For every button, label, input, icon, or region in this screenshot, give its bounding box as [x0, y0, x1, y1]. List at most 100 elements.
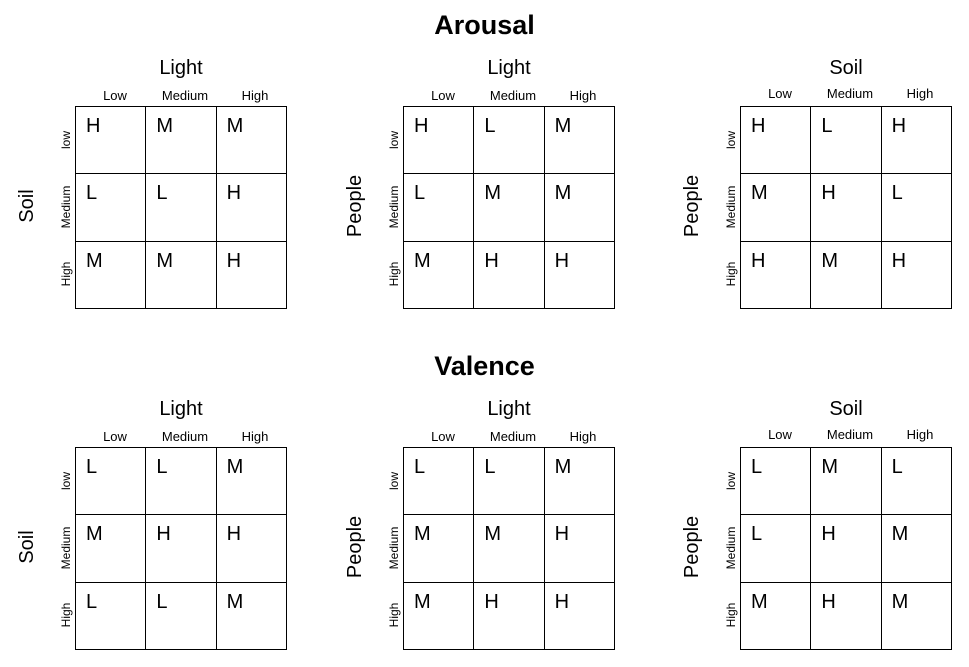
column-label: High — [241, 429, 269, 444]
matrix-cell: L — [76, 448, 147, 516]
matrix-cell: M — [544, 107, 615, 175]
row-label: High — [724, 602, 738, 628]
matrix-cell: H — [404, 107, 475, 175]
column-axis-title: Light — [487, 398, 531, 420]
column-label: Medium — [826, 427, 874, 442]
matrix-cell: M — [216, 582, 287, 650]
matrix-cell: L — [146, 582, 217, 650]
matrix-cell: M — [216, 107, 287, 175]
matrix-cell: M — [544, 174, 615, 242]
column-label: Medium — [489, 429, 537, 444]
matrix-cell: L — [146, 448, 217, 516]
row-label: Medium — [59, 526, 73, 570]
matrix-cell: L — [146, 174, 217, 242]
section-title-valence: Valence — [434, 351, 535, 381]
matrix-cell: M — [76, 241, 147, 309]
matrix-cell: M — [474, 174, 545, 242]
matrix-cell: H — [146, 515, 217, 583]
row-label: Medium — [59, 185, 73, 229]
matrix-cell: H — [544, 515, 615, 583]
matrix-cell: M — [404, 515, 475, 583]
matrix-cell: H — [741, 241, 812, 309]
matrix-cell: L — [76, 582, 147, 650]
column-axis-title: Light — [159, 57, 203, 79]
matrix-cell: H — [216, 515, 287, 583]
row-axis-title: People — [344, 174, 366, 238]
matrix-cell: H — [474, 241, 545, 309]
matrix-cell: L — [474, 107, 545, 175]
matrix-cell: H — [741, 107, 812, 175]
column-label: High — [569, 88, 597, 103]
matrix-cell: L — [881, 174, 952, 242]
matrix-cell: H — [216, 241, 287, 309]
column-label: Low — [431, 88, 455, 103]
matrix-cell: M — [544, 448, 615, 516]
matrix-cell: H — [474, 582, 545, 650]
row-label: low — [724, 130, 738, 150]
column-label: Low — [431, 429, 455, 444]
row-label: High — [59, 261, 73, 287]
column-label: High — [569, 429, 597, 444]
matrix-cell: H — [881, 107, 952, 175]
matrix-cell: L — [404, 448, 475, 516]
matrix-cell: L — [811, 107, 882, 175]
row-label: Medium — [387, 185, 401, 229]
column-axis-title: Soil — [829, 57, 863, 79]
matrix-cell: H — [544, 241, 615, 309]
matrix-cell: M — [741, 174, 812, 242]
column-label: Low — [103, 429, 127, 444]
matrix-cell: H — [544, 582, 615, 650]
matrix-cell: M — [216, 448, 287, 516]
row-label: Medium — [724, 185, 738, 229]
column-label: High — [241, 88, 269, 103]
matrix-cell: L — [474, 448, 545, 516]
matrix-cell: M — [474, 515, 545, 583]
row-axis-title: Soil — [16, 530, 38, 564]
row-axis-title: People — [681, 515, 703, 579]
row-axis-title: Soil — [16, 189, 38, 223]
matrix-cell: M — [811, 241, 882, 309]
matrix-cell: H — [811, 582, 882, 650]
column-label: Low — [768, 427, 792, 442]
row-label: Medium — [724, 526, 738, 570]
row-label: low — [59, 130, 73, 150]
column-label: Medium — [161, 88, 209, 103]
column-label: Medium — [826, 86, 874, 101]
matrix-cell: M — [76, 515, 147, 583]
column-axis-title: Light — [159, 398, 203, 420]
section-title-arousal: Arousal — [434, 10, 535, 40]
matrix-cell: L — [741, 515, 812, 583]
matrix-cell: M — [146, 241, 217, 309]
matrix-cell: L — [404, 174, 475, 242]
column-label: High — [906, 427, 934, 442]
matrix-cell: M — [404, 582, 475, 650]
row-axis-title: People — [344, 515, 366, 579]
matrix-cell: L — [76, 174, 147, 242]
row-label: low — [387, 471, 401, 491]
row-axis-title: People — [681, 174, 703, 238]
column-axis-title: Light — [487, 57, 531, 79]
matrix-cell: L — [881, 448, 952, 516]
matrix-cell: L — [741, 448, 812, 516]
column-label: Medium — [489, 88, 537, 103]
matrix-cell: M — [881, 582, 952, 650]
row-label: High — [387, 261, 401, 287]
matrix-cell: H — [76, 107, 147, 175]
row-label: Medium — [387, 526, 401, 570]
column-label: Medium — [161, 429, 209, 444]
matrix-cell: H — [216, 174, 287, 242]
matrix-cell: M — [881, 515, 952, 583]
row-label: High — [59, 602, 73, 628]
